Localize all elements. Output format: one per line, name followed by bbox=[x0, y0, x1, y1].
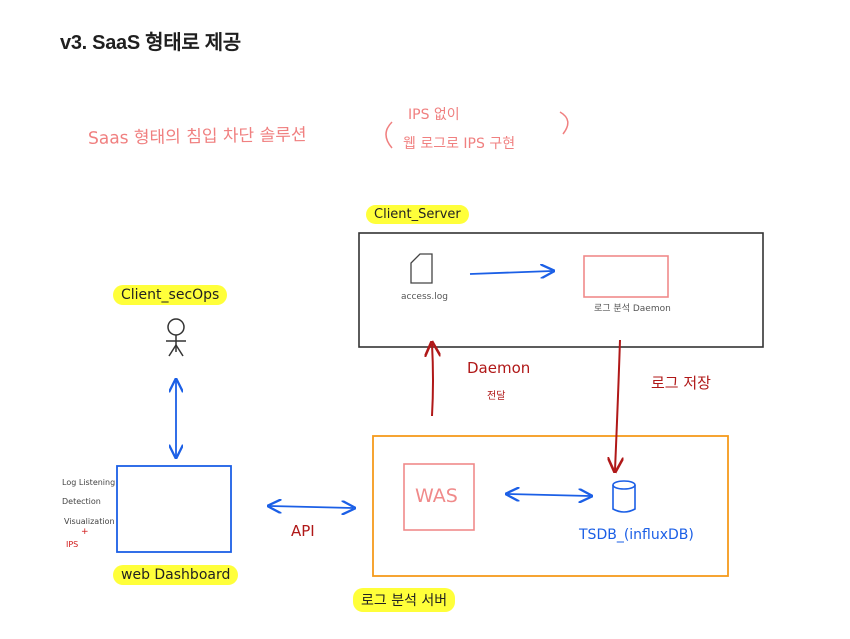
daemon-transfer-label: Daemon bbox=[467, 359, 531, 377]
headline-note-line2: 웹 로그로 IPS 구현 bbox=[403, 136, 516, 152]
log-store-label: 로그 저장 bbox=[651, 374, 711, 392]
client-secops-label: Client_secOps bbox=[113, 285, 228, 305]
analysis-server-box bbox=[372, 435, 729, 577]
web-dashboard-label: web Dashboard bbox=[113, 565, 239, 585]
daemon-label: 로그 분석 Daemon bbox=[594, 304, 671, 314]
dashboard-feature-1: Log Listening bbox=[62, 478, 116, 487]
was-label: WAS bbox=[415, 485, 458, 507]
daemon-transfer-arrow bbox=[432, 344, 433, 417]
was-box bbox=[403, 463, 475, 531]
file-icon bbox=[410, 253, 433, 284]
dashboard-feature-plus: + bbox=[81, 527, 89, 537]
file-to-daemon-arrow bbox=[469, 271, 552, 274]
dashboard-feature-ips: IPS bbox=[66, 540, 79, 549]
page-title: v3. SaaS 형태로 제공 bbox=[60, 32, 241, 54]
daemon-box bbox=[583, 255, 669, 298]
api-label: API bbox=[291, 522, 315, 540]
headline-note-line1: IPS 없이 bbox=[408, 107, 460, 123]
daemon-transfer-sub-label: 전달 bbox=[487, 391, 506, 402]
api-arrow bbox=[270, 506, 353, 508]
file-label: access.log bbox=[401, 292, 448, 302]
was-db-arrow bbox=[508, 494, 590, 496]
client-server-box bbox=[358, 232, 764, 348]
dashboard-feature-2: Detection bbox=[62, 497, 101, 506]
database-icon bbox=[612, 480, 636, 513]
tsdb-label: TSDB_(influxDB) bbox=[579, 527, 694, 543]
dashboard-box bbox=[116, 465, 232, 553]
analysis-server-label: 로그 분석 서버 bbox=[353, 588, 456, 612]
dashboard-feature-3: Visualization bbox=[64, 517, 115, 526]
person-icon bbox=[166, 318, 186, 357]
log-store-arrow bbox=[615, 339, 620, 470]
note-left-bracket bbox=[385, 121, 393, 149]
client-server-label: Client_Server bbox=[366, 205, 469, 224]
note-right-bracket bbox=[559, 111, 569, 135]
